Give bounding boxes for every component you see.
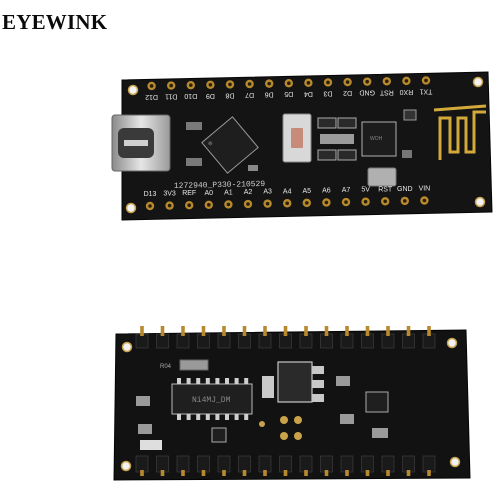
header-pin-base xyxy=(361,333,374,349)
header-pin-base xyxy=(258,333,272,349)
header-pin-base xyxy=(176,455,190,473)
pin-label-top: D12 xyxy=(145,93,158,100)
pin-label-bottom: D13 xyxy=(144,191,157,198)
header-pin-base xyxy=(320,455,333,473)
usb-chip-marking: Ni4MJ_DM xyxy=(192,396,231,405)
header-pin-base xyxy=(217,455,231,473)
rf-chip xyxy=(361,121,397,157)
pin-label-bottom: A5 xyxy=(303,188,312,195)
pin-label-top: D6 xyxy=(265,91,274,98)
pin-label-bottom: A3 xyxy=(263,189,272,196)
pin-label-top: D8 xyxy=(225,91,234,98)
pin-label-top: D9 xyxy=(206,92,215,99)
mount-hole xyxy=(125,202,137,214)
header-pin-base xyxy=(320,333,333,349)
header-pin-base xyxy=(361,455,374,473)
header-pin-base xyxy=(156,455,169,473)
rf-chip-marking: WOH xyxy=(370,136,383,142)
usb-serial-chip xyxy=(171,383,253,415)
pin-label-bottom: RST xyxy=(378,186,393,193)
pin-label-bottom: A6 xyxy=(322,187,331,194)
header-pin-base xyxy=(402,455,415,473)
header-pin-base xyxy=(197,455,210,473)
pin-label-bottom: VIN xyxy=(419,186,431,193)
pin-label-top: D7 xyxy=(245,91,254,98)
pin-label-top: D5 xyxy=(284,90,293,97)
pin-label-bottom: A0 xyxy=(205,190,214,197)
header-pin-base xyxy=(258,455,272,473)
header-pin-base xyxy=(135,455,149,473)
mount-hole xyxy=(127,84,139,96)
header-pin-base xyxy=(279,333,292,349)
pin-label-bottom: A1 xyxy=(224,189,233,196)
pin-label-bottom: A4 xyxy=(283,188,292,195)
header-pin-base xyxy=(279,455,292,473)
header-pin-base xyxy=(299,455,313,473)
pin-label-bottom: 3V3 xyxy=(163,191,176,198)
header-pin-base xyxy=(238,333,251,349)
brand-logo: EYEWINK xyxy=(2,10,108,34)
component-marking: R04 xyxy=(160,364,172,370)
pin-label-bottom: A2 xyxy=(244,189,253,196)
pin-label-top: D2 xyxy=(343,89,352,96)
header-pin-base xyxy=(381,455,395,473)
voltage-regulator xyxy=(277,361,313,403)
pin-label-bottom: REF xyxy=(182,190,196,197)
pin-label-top: TX1 xyxy=(419,87,432,94)
bottom-board: Ni4MJ_DM R04 xyxy=(113,326,471,481)
pin-label-top: D10 xyxy=(184,92,197,99)
pcb-antenna xyxy=(438,110,486,160)
header-pin-base xyxy=(156,333,169,349)
header-pin-base xyxy=(402,333,415,349)
pin-label-top: RX0 xyxy=(399,88,413,95)
pin-label-top: D4 xyxy=(304,90,313,97)
mount-hole xyxy=(120,460,132,472)
header-pin-base xyxy=(422,455,436,473)
header-pin-base xyxy=(176,333,190,349)
header-pin-base xyxy=(381,333,395,349)
pin-label-bottom: 5V xyxy=(361,187,370,194)
pin-label-top: D11 xyxy=(165,93,177,100)
board-serial-text: 1272940_P330-210529 xyxy=(174,180,266,191)
mount-hole xyxy=(449,456,461,468)
mount-hole xyxy=(474,196,486,208)
mount-hole xyxy=(472,76,484,88)
header-pin-base xyxy=(135,333,149,349)
header-pin-base xyxy=(340,455,354,473)
pin-label-top: GND xyxy=(359,89,375,96)
header-pin-base xyxy=(217,333,231,349)
pin-label-bottom: GND xyxy=(397,186,413,193)
crystal xyxy=(367,167,397,187)
header-pin-base xyxy=(422,333,436,349)
mount-hole xyxy=(446,337,458,349)
header-pin-base xyxy=(238,455,251,473)
mount-hole xyxy=(121,341,133,353)
header-pin-base xyxy=(299,333,313,349)
pin-label-top: RST xyxy=(379,88,394,95)
header-pin-base xyxy=(340,333,354,349)
mcu-chip xyxy=(201,116,259,174)
header-pin-base xyxy=(197,333,210,349)
pin-label-top: D3 xyxy=(323,89,332,96)
pin-label-bottom: A7 xyxy=(342,187,351,194)
